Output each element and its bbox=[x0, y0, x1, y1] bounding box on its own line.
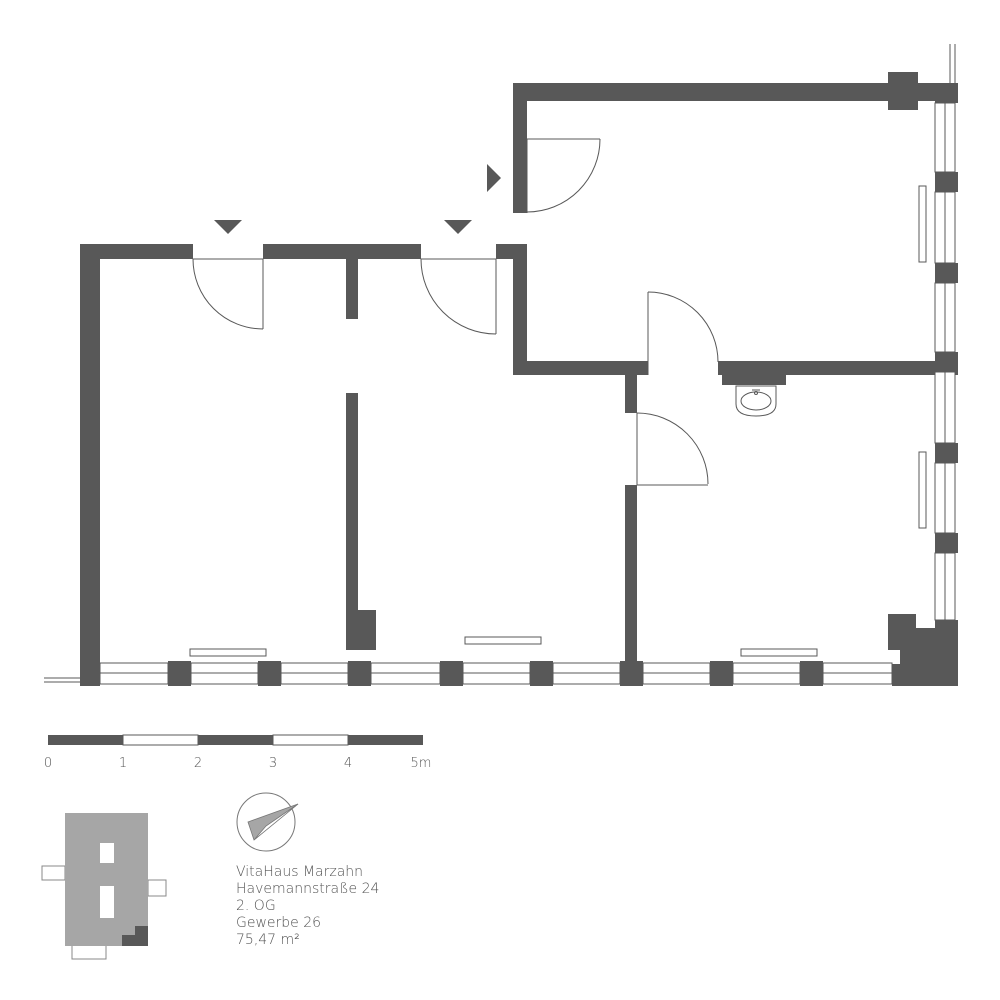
radiator-5 bbox=[918, 451, 927, 529]
wall-mid-left bbox=[513, 361, 648, 375]
radiator-4 bbox=[918, 185, 927, 263]
right-pier-2 bbox=[935, 172, 958, 192]
partition-pillar bbox=[346, 610, 376, 650]
unit-label: Gewerbe 26 bbox=[236, 915, 322, 931]
building-name: VitaHaus Marzahn bbox=[236, 864, 364, 880]
street-address: Havemannstraße 24 bbox=[236, 881, 380, 897]
wall-left bbox=[80, 244, 100, 686]
bottom-pier-7 bbox=[620, 661, 643, 686]
washbasin-icon bbox=[735, 385, 777, 417]
partition-right-upper bbox=[625, 375, 637, 413]
radiator-2 bbox=[464, 636, 542, 645]
scale-tick-1: 1 bbox=[119, 756, 127, 771]
doors bbox=[192, 138, 719, 486]
wall-upper-top bbox=[513, 83, 958, 101]
area-label: 75,47 m² bbox=[236, 932, 300, 948]
partition-lower bbox=[346, 393, 358, 617]
keyplan-courtyard bbox=[100, 886, 114, 918]
keyplan-unit-highlight bbox=[122, 926, 148, 946]
key-plan bbox=[41, 813, 167, 960]
bottom-pier-1 bbox=[80, 661, 100, 686]
door-swing-4 bbox=[647, 291, 719, 363]
windows bbox=[44, 44, 956, 685]
scale-segment bbox=[198, 735, 273, 745]
radiators bbox=[189, 185, 927, 657]
wall-upper-left-a bbox=[513, 83, 527, 213]
floor-label: 2. OG bbox=[236, 898, 276, 914]
right-pier-3 bbox=[935, 263, 958, 283]
partition-upper bbox=[346, 259, 358, 319]
scale-tick-4: 4 bbox=[344, 756, 352, 771]
entrance-markers bbox=[214, 164, 501, 234]
door-swing-5 bbox=[636, 412, 709, 485]
scale-bar: 0 1 2 3 4 5m bbox=[44, 734, 432, 771]
scale-segment bbox=[122, 734, 199, 746]
scale-tick-5: 5m bbox=[411, 756, 432, 771]
radiator-3 bbox=[740, 648, 818, 657]
scale-tick-3: 3 bbox=[269, 756, 277, 771]
wall-top-left bbox=[80, 244, 193, 259]
bottom-pier-9 bbox=[800, 661, 823, 686]
keyplan-balcony bbox=[71, 944, 107, 960]
scale-tick-0: 0 bbox=[44, 756, 52, 771]
entrance-marker-icon bbox=[214, 220, 242, 234]
door-swing-2 bbox=[420, 258, 497, 335]
keyplan-building bbox=[65, 813, 148, 946]
right-pier-6 bbox=[935, 533, 958, 553]
entrance-marker-icon bbox=[487, 164, 501, 192]
right-pier-4 bbox=[935, 352, 958, 372]
bottom-pier-6 bbox=[530, 661, 553, 686]
right-pier-1 bbox=[935, 83, 958, 103]
scale-segment bbox=[48, 735, 123, 745]
bottom-pier-2 bbox=[168, 661, 191, 686]
right-pier-5 bbox=[935, 443, 958, 463]
bottom-pier-3 bbox=[258, 661, 281, 686]
scale-segment bbox=[348, 735, 423, 745]
wall-mid-niche bbox=[722, 361, 786, 385]
keyplan-balcony bbox=[41, 865, 66, 881]
scale-segment bbox=[272, 734, 349, 746]
keyplan-courtyard bbox=[100, 843, 114, 863]
wall-top-middle bbox=[263, 244, 421, 259]
bottom-pier-4 bbox=[348, 661, 371, 686]
partition-right-lower bbox=[625, 485, 637, 685]
entrance-marker-icon bbox=[444, 220, 472, 234]
walls bbox=[80, 72, 958, 686]
scale-tick-2: 2 bbox=[194, 756, 202, 771]
corner-block bbox=[888, 614, 958, 686]
radiator-1 bbox=[189, 648, 267, 657]
door-swing-1 bbox=[192, 258, 264, 330]
bottom-pier-5 bbox=[440, 661, 463, 686]
wall-upper-pillar bbox=[888, 72, 918, 110]
north-arrow-icon bbox=[236, 792, 299, 852]
property-info: VitaHaus Marzahn Havemannstraße 24 2. OG… bbox=[236, 864, 379, 949]
bottom-pier-8 bbox=[710, 661, 733, 686]
door-swing-3 bbox=[526, 138, 601, 213]
keyplan-balcony bbox=[147, 879, 167, 897]
wall-upper-left-b bbox=[513, 244, 527, 374]
